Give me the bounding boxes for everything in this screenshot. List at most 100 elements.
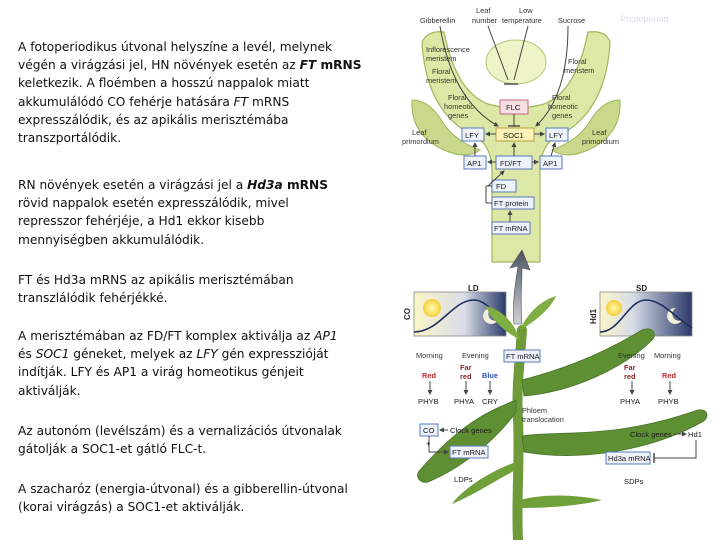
text-line: mRNS bbox=[248, 94, 290, 109]
gene-name: FT bbox=[233, 94, 249, 109]
flowering-pathway-figure: Gibberellin Leaf number Low temperature … bbox=[392, 0, 720, 545]
plant-leaf bbox=[452, 462, 516, 504]
floral-meristem-label-left: Floral bbox=[432, 67, 451, 76]
floral-homeotic-genes-right: genes bbox=[552, 111, 572, 120]
evening-label-left: Evening bbox=[462, 351, 489, 360]
ld-label: LD bbox=[468, 284, 479, 293]
paragraph-translation: FT és Hd3a mRNS az apikális merisztémába… bbox=[18, 271, 294, 307]
text-line: aktiválják. bbox=[18, 383, 81, 398]
phloem-transport-arrow bbox=[509, 249, 531, 325]
phya-label-left: PHYA bbox=[454, 397, 475, 406]
gene-name: LFY bbox=[196, 347, 218, 362]
text-line: expresszálódik, és az apikális merisztém… bbox=[18, 112, 289, 127]
text-line: gén expresszióját bbox=[217, 347, 329, 362]
gene-name: FT bbox=[299, 58, 317, 73]
gene-name: AP1 bbox=[314, 329, 338, 343]
text-line: géneket, melyek az bbox=[69, 347, 197, 362]
text-line: RN növények esetén a virágzási jel a bbox=[18, 178, 248, 192]
lfy-left-label: LFY bbox=[465, 131, 479, 140]
floral-homeotic-genes-left: Floral bbox=[448, 93, 467, 102]
far-red-light-label: red bbox=[460, 372, 472, 381]
leaf-primordium-label-left: primordium bbox=[402, 137, 439, 146]
text-line: mRNS bbox=[316, 58, 362, 73]
floral-homeotic-genes-right: Floral bbox=[552, 93, 571, 102]
hd1-axis-label: Hd1 bbox=[589, 308, 598, 324]
leaf-number-arrow bbox=[487, 25, 509, 81]
inflorescence-meristem-label: meristem bbox=[426, 54, 456, 63]
text-line: keletkezik. A floémben a hosszú nappalok… bbox=[18, 76, 310, 91]
red-light-label: Red bbox=[662, 371, 676, 380]
gibberellin-arrow bbox=[439, 25, 499, 127]
gibberellin-label: Gibberellin bbox=[420, 16, 455, 25]
low-temperature-arrow bbox=[513, 25, 529, 81]
text-line: és bbox=[18, 347, 36, 362]
red-light-label: Red bbox=[422, 371, 436, 380]
leaf-primordium-label-left: Leaf bbox=[412, 128, 427, 137]
morning-label-left: Morning bbox=[416, 351, 443, 360]
phyb-label-right: PHYB bbox=[658, 397, 679, 406]
sd-label: SD bbox=[636, 284, 647, 293]
evening-label-right: Evening bbox=[618, 351, 645, 360]
gene-name: Hd3a bbox=[247, 178, 283, 192]
inflorescence-meristem-label: Inflorescence bbox=[426, 45, 470, 54]
far-red-light-label: Far bbox=[624, 363, 636, 372]
text-line: transzportálódik. bbox=[18, 131, 122, 146]
fdft-label: FD/FT bbox=[500, 159, 522, 168]
figure-svg: Gibberellin Leaf number Low temperature … bbox=[402, 6, 708, 545]
plant-leaf bbox=[520, 495, 602, 508]
gene-name: SOC1 bbox=[35, 347, 70, 362]
floral-meristem-label-left: meristem bbox=[426, 76, 456, 85]
text-line: rövid nappalok esetén expresszálódik, mi… bbox=[18, 196, 289, 211]
text-line: (korai virágzás) a SOC1-et aktiválják. bbox=[18, 500, 245, 515]
plant-leaf-large-right bbox=[521, 409, 708, 456]
ap1-left-label: AP1 bbox=[467, 159, 481, 168]
co-ft-arrow bbox=[428, 436, 449, 455]
floral-homeotic-genes-right: homeotic bbox=[548, 102, 578, 111]
paragraph-short-day: RN növények esetén a virágzási jel a Hd3… bbox=[18, 176, 328, 249]
watermark-text: Photoperiod bbox=[620, 14, 669, 24]
ft-mrna-box bbox=[491, 221, 531, 235]
text-line: A szacharóz (energia-útvonal) és a gibbe… bbox=[18, 482, 348, 496]
phloem-translocation-label: translocation bbox=[522, 415, 564, 424]
plant-leaf-large-left bbox=[417, 399, 517, 483]
ft-mrna-leaf-box bbox=[449, 445, 489, 459]
text-line: represszor fehérjéje, a Hd1 ekkor kisebb bbox=[18, 214, 265, 229]
hd1-hd3a-link bbox=[654, 440, 697, 459]
plant-leaf-upper-right bbox=[521, 328, 655, 397]
clock-genes-label-right: Clock genes bbox=[630, 430, 672, 439]
text-line: FT és Hd3a mRNS az apikális merisztémába… bbox=[18, 273, 294, 287]
fd-fdft-arrow bbox=[487, 170, 505, 187]
sdps-label: SDPs bbox=[624, 477, 644, 486]
sun-icon bbox=[423, 299, 441, 317]
sucrose-label: Sucrose bbox=[558, 16, 585, 25]
phya-label-right: PHYA bbox=[620, 397, 641, 406]
sun-icon bbox=[606, 300, 622, 316]
low-temperature-label: Low bbox=[519, 6, 533, 15]
morning-label-right: Morning bbox=[654, 351, 681, 360]
hd1-label: Hd1 bbox=[688, 430, 702, 439]
text-line: akkumulálódó CO fehérje hatására bbox=[18, 94, 234, 109]
lfy-left-box bbox=[461, 127, 485, 142]
floral-homeotic-genes-left: genes bbox=[448, 111, 468, 120]
inflorescence-meristem-dome bbox=[485, 39, 547, 85]
flc-label: FLC bbox=[506, 103, 521, 112]
paragraph-meristem: A merisztémában az FD/FT komplex aktivál… bbox=[18, 327, 338, 400]
lfy-right-label: LFY bbox=[549, 131, 563, 140]
plant-leaf bbox=[486, 306, 520, 340]
leaf-number-label: Leaf bbox=[476, 6, 491, 15]
ft-mrna-phloem-box bbox=[503, 349, 541, 363]
ap1-right-label: AP1 bbox=[543, 159, 557, 168]
far-red-light-label: red bbox=[624, 372, 636, 381]
leaf-primordium-label-right: primordium bbox=[582, 137, 619, 146]
floral-meristem-label-right: Floral bbox=[568, 57, 587, 66]
text-line: A fotoperiodikus útvonal helyszíne a lev… bbox=[18, 40, 333, 54]
text-line: mennyiségben akkumulálódik. bbox=[18, 232, 205, 247]
lfy-right-box bbox=[545, 127, 569, 142]
paragraph-photoperiod: A fotoperiodikus útvonal helyszíne a lev… bbox=[18, 38, 362, 147]
cry-label: CRY bbox=[482, 397, 498, 406]
text-line: indítják. LFY és AP1 a virág homeotikus … bbox=[18, 365, 304, 380]
soc1-label: SOC1 bbox=[503, 131, 524, 140]
paragraph-autonomous: Az autonóm (levélszám) és a vernalizáció… bbox=[18, 422, 342, 458]
ft-mrna-label: FT mRNA bbox=[494, 224, 529, 233]
floral-homeotic-genes-left: homeotic bbox=[444, 102, 474, 111]
